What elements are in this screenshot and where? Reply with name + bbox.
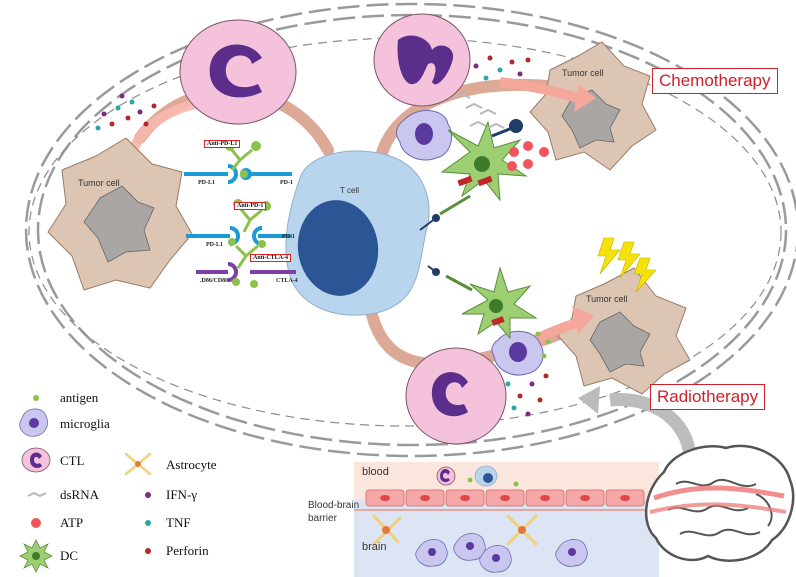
tumor-cell-top-right	[529, 41, 657, 171]
t-cell-label: T cell	[340, 186, 359, 195]
legend-astrocyte: Astrocyte	[166, 457, 217, 472]
tumor-cell-bottom-right-label: Tumor cell	[586, 294, 628, 304]
legend-icons	[19, 395, 152, 573]
radiotherapy-label: Radiotherapy	[650, 384, 766, 410]
atp-icon	[31, 518, 41, 528]
anti-pd-l1-label: Anti-PD-L1	[204, 140, 241, 148]
lightning-icon	[597, 237, 657, 293]
astrocyte-icon	[124, 452, 152, 476]
inner-dashed-ellipse	[28, 37, 782, 427]
legend-ctl: CTL	[60, 453, 85, 468]
tumor-cell-left-label: Tumor cell	[78, 178, 120, 188]
cytokine-cluster-top-right	[473, 55, 531, 81]
ctl-cell-bottom	[405, 347, 507, 445]
ifn-icon	[145, 492, 151, 498]
legend-tnf: TNF	[166, 515, 191, 530]
astrocyte-brain-left	[372, 514, 402, 546]
pd-1-mid-label: PD-1	[282, 234, 295, 240]
legend-ifn: IFN-γ	[166, 487, 198, 502]
t-cell	[285, 150, 430, 316]
perforin-icon	[145, 548, 151, 554]
anti-ctla-4-antibody	[228, 238, 266, 288]
dendritic-cell-bottom	[427, 265, 538, 340]
astrocyte-brain-right	[506, 514, 538, 546]
ctl-cell-top-left	[179, 19, 297, 125]
blood-brain-barrier-panel	[354, 462, 659, 577]
bbb-label-line2: barrier	[308, 513, 337, 524]
atp-dots	[507, 141, 549, 171]
dc-icon	[19, 539, 53, 573]
chemotherapy-label: Chemotherapy	[652, 68, 778, 94]
anti-ctla-4-label: Anti-CTLA-4	[250, 254, 292, 262]
antigen-cluster-bottom	[535, 331, 551, 359]
tumor-cell-bottom-right	[557, 267, 691, 395]
pd-l1-top-label: PD-L1	[198, 180, 215, 186]
dsrna-icon	[27, 491, 47, 498]
dendritic-cell-top	[419, 119, 528, 231]
legend-antigen: antigen	[60, 390, 99, 405]
pd-l1-pd-1-mid	[186, 226, 292, 246]
ctl-icon	[21, 447, 51, 473]
microglia-top	[396, 110, 452, 161]
cd80-ctla-4	[196, 262, 296, 282]
cd86-cd80-label: .D86/CD80	[200, 278, 229, 284]
microglia-icon	[19, 408, 48, 437]
antigen-icon	[33, 395, 39, 401]
tumor-cell-top-right-label: Tumor cell	[562, 68, 604, 78]
dsrna-strands	[453, 92, 505, 129]
legend-atp: ATP	[60, 515, 84, 530]
ctl-cell-top-right	[373, 13, 471, 107]
tumor-cell-left	[47, 137, 193, 291]
legend-dsrna: dsRNA	[60, 487, 100, 502]
pd-1-top-label: PD-1	[280, 180, 293, 186]
brain-label: brain	[362, 541, 387, 553]
cytokine-cluster-left	[95, 93, 157, 131]
tnf-icon	[145, 520, 151, 526]
pd-l1-mid-label: PD-L1	[206, 242, 223, 248]
microglia-bottom	[491, 330, 544, 376]
bbb-label-line1: Blood-brain	[308, 500, 360, 511]
cytokine-cluster-bottom	[505, 373, 549, 417]
ctla-4-label: CTLA-4	[276, 278, 298, 284]
legend-perforin: Perforin	[166, 543, 209, 558]
brain-illustration	[644, 444, 795, 562]
blood-label: blood	[362, 466, 389, 478]
legend-dc: DC	[60, 548, 79, 563]
legend-microglia: microglia	[60, 416, 110, 431]
anti-pd-1-label: Anti-PD-1	[234, 202, 267, 210]
